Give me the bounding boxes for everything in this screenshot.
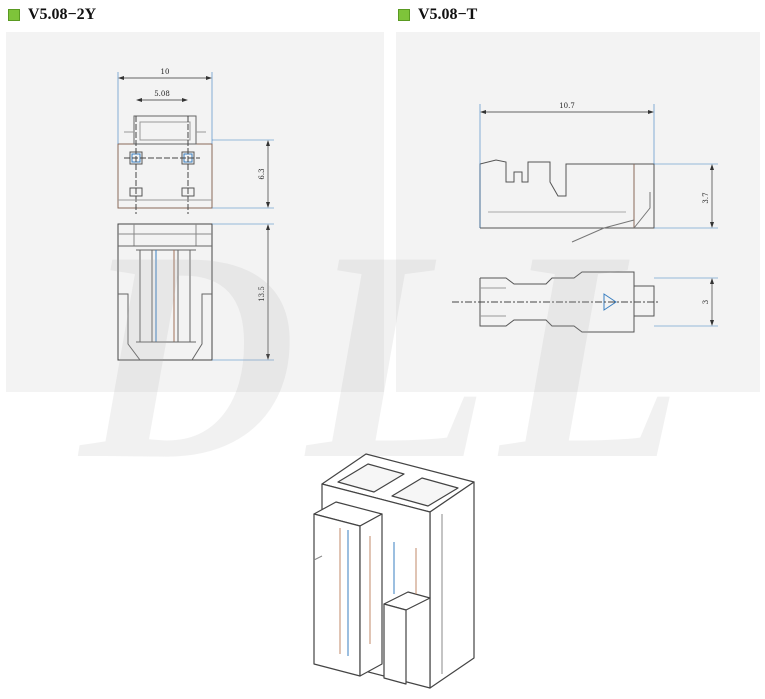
terminal-length-label: 10.7 — [559, 102, 575, 110]
pin-pitch-label: 5.08 — [154, 90, 170, 98]
housing-width-label: 10 — [161, 68, 170, 76]
dimension-terminal-height: 3.7 — [654, 163, 718, 229]
housing-front-view — [117, 223, 213, 361]
terminal-width-label: 3 — [702, 300, 710, 304]
housing-technical-drawing: 10 5.08 6.3 — [117, 68, 274, 361]
dimension-front-view-height: 13.5 — [212, 223, 274, 361]
terminal-height-label: 3.7 — [702, 192, 710, 203]
dimension-terminal-width: 3 — [654, 277, 718, 327]
terminal-technical-drawing: 10.7 3.7 3 — [452, 102, 718, 333]
heading-left: V5.08−2Y — [8, 6, 96, 24]
green-square-bullet-icon — [8, 9, 20, 21]
green-square-bullet-icon — [398, 9, 410, 21]
front-view-height-label: 13.5 — [258, 286, 266, 302]
dimension-top-view-height: 6.3 — [212, 139, 274, 209]
terminal-side-view — [479, 159, 655, 243]
terminal-drawing-panel: 10.7 3.7 3 — [396, 32, 760, 392]
housing-3d-render — [313, 453, 475, 689]
housing-drawing-panel: 10 5.08 6.3 — [6, 32, 384, 392]
dimension-terminal-length: 10.7 — [479, 102, 655, 228]
heading-right: V5.08−T — [398, 6, 477, 24]
terminal-top-view — [452, 271, 658, 333]
heading-right-text: V5.08−T — [418, 6, 478, 23]
dimension-housing-width: 10 — [117, 68, 213, 144]
top-view-height-label: 6.3 — [258, 168, 266, 179]
dimension-pin-pitch: 5.08 — [136, 90, 188, 102]
housing-top-view — [117, 115, 213, 214]
heading-left-text: V5.08−2Y — [28, 6, 97, 23]
